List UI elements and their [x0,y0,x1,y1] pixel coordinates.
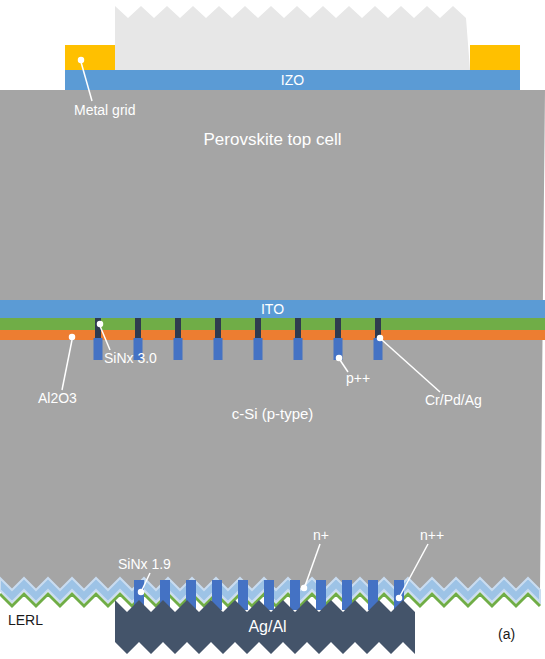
ito-layer [0,300,545,318]
leader-lines [62,58,440,601]
p-plus-plus-region [254,338,263,360]
ag-al-contact [115,600,415,654]
al2o3-layer [0,330,545,340]
p-plus-plus-region [94,338,103,360]
sinx-layer [0,318,545,330]
p-plus-plus-region [334,338,343,360]
part-name: LERL [8,612,43,628]
p-plus-plus-region [214,338,223,360]
layer-label: ITO [261,301,284,317]
part-name: p++ [346,370,370,386]
ito-band: ITO [0,300,545,318]
p-plus-plus-region [174,338,183,360]
part-name: SiNx 1.9 [118,556,171,572]
n-plus-plus-region [290,580,300,610]
p-plus-plus-region [294,338,303,360]
silicon-region: c-Si (p-type) [150,398,395,428]
panel-letter: (a) [498,626,515,642]
metal-grid-block [470,45,520,70]
izo-layer [65,70,520,90]
metal-grid-block [65,45,115,70]
part-name: n++ [420,527,444,543]
layer-label: Ag/Al [248,618,286,636]
izo-band: IZO [65,70,520,90]
part-name: Metal grid [74,102,135,118]
part-name: n+ [313,527,329,543]
n-plus-plus-region [316,580,326,610]
part-name: SiNx 3.0 [104,350,157,366]
layer-label: Perovskite top cell [204,130,342,150]
layer-label: c-Si (p-type) [232,405,314,422]
n-plus-plus-region [264,580,274,610]
part-name: Cr/Pd/Ag [425,392,482,408]
absorber-body [0,90,545,590]
p-plus-plus-region [374,338,383,360]
rear-contact: Ag/Al [115,612,420,642]
textured-front-layer [115,6,470,70]
layer-label: IZO [281,72,304,88]
perovskite-region: Perovskite top cell [0,120,545,160]
n-plus-plus-regions [134,580,404,610]
part-name: Al2O3 [38,390,77,406]
